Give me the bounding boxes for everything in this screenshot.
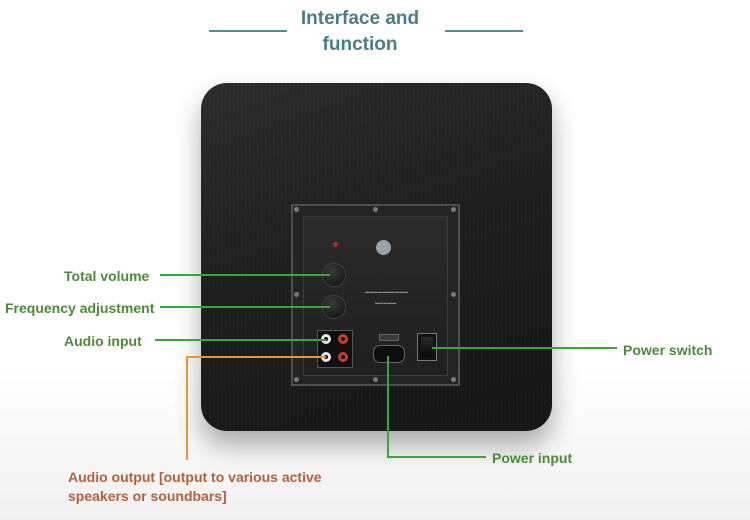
label-audio-output-line-1: Audio output [output to various active [68, 469, 322, 485]
panel-printed-text: ▬▬▬▬▬ [375, 300, 397, 305]
screw [451, 292, 456, 297]
label-audio-output-line-2: speakers or soundbars] [68, 488, 227, 504]
fuse-holder [379, 334, 399, 341]
power-led-icon [333, 242, 338, 247]
audio-output-right-jack[interactable] [338, 352, 348, 362]
leader-power-input [387, 356, 486, 458]
label-frequency-adjustment: Frequency adjustment [5, 300, 155, 316]
screw [373, 207, 378, 212]
title-rule-right [445, 30, 523, 32]
volume-knob[interactable] [323, 264, 345, 286]
power-switch-rocker[interactable] [421, 337, 433, 357]
label-total-volume: Total volume [64, 268, 150, 284]
screw [294, 292, 299, 297]
screw [451, 207, 456, 212]
page-title: Interface and function [255, 6, 465, 58]
label-power-switch: Power switch [623, 342, 713, 358]
screw [451, 377, 456, 382]
label-audio-input: Audio input [64, 333, 142, 349]
panel-printed-text: ▬▬▬▬▬▬▬▬▬▬ [365, 289, 408, 294]
label-power-input: Power input [492, 450, 573, 466]
title-rule-left [209, 30, 287, 32]
leader-audio-output [186, 356, 326, 460]
leader-lines-green [155, 274, 617, 458]
audio-input-right-jack[interactable] [338, 334, 348, 344]
screw [294, 377, 299, 382]
page-title-line-1: Interface and [300, 8, 420, 29]
screw [294, 207, 299, 212]
page-title-line-2: function [322, 34, 398, 55]
frequency-knob[interactable] [323, 296, 345, 318]
brand-logo-icon [376, 240, 391, 255]
screw [373, 377, 378, 382]
label-audio-output: Audio output [output to various active s… [68, 468, 322, 506]
